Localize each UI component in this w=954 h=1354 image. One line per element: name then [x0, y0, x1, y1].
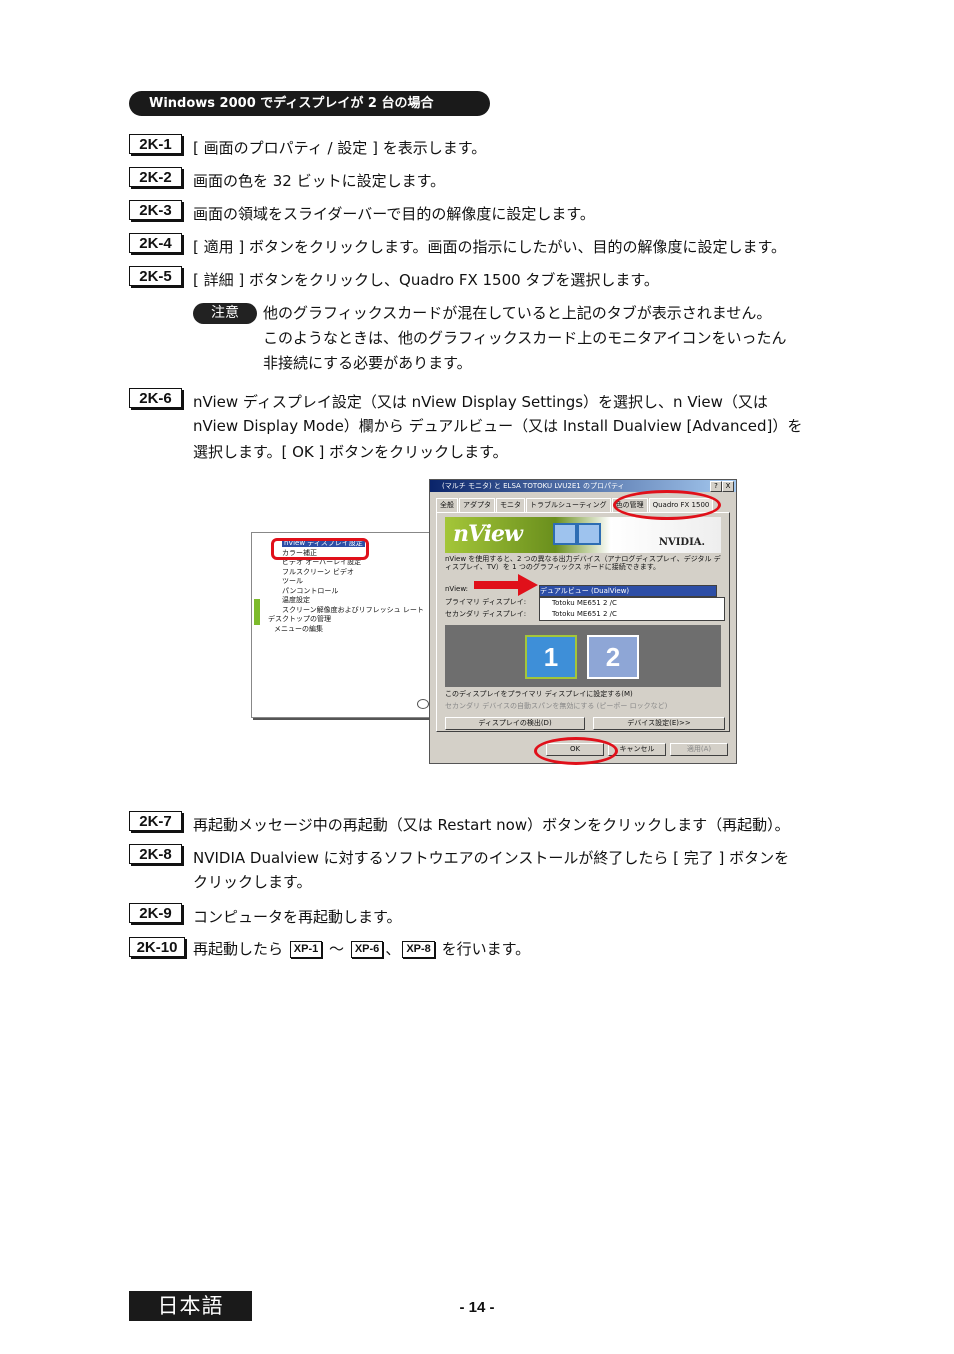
step-badge: 2K-5 — [129, 266, 182, 286]
tree-item[interactable]: パンコントロール — [282, 586, 339, 595]
tree-item[interactable]: ビデオ オーバーレイ設定 — [282, 558, 362, 566]
caution-line: このようなときは、他のグラフィックスカード上のモニタアイコンをいったん — [263, 329, 787, 347]
monitor-list[interactable]: Totoku ME651 2 /C Totoku ME651 2 /C — [539, 597, 725, 621]
page-number: - 14 - — [459, 1299, 495, 1316]
step-text-prefix: 再起動したら — [193, 940, 284, 958]
step-text: [ 画面のプロパティ / 設定 ] を表示します。 — [193, 139, 487, 157]
step-badge: 2K-3 — [129, 200, 182, 220]
detect-displays-button[interactable]: ディスプレイの検出(D) — [445, 717, 585, 730]
language-tab: 日本語 — [129, 1291, 252, 1321]
properties-dialog: (マルチ モニタ) と ELSA TOTOKU LVU2E1 のプロパティ ? … — [429, 479, 737, 764]
highlight-quadro-tab — [613, 490, 721, 520]
apply-button[interactable]: 適用(A) — [670, 743, 728, 756]
list-item[interactable]: Totoku ME651 2 /C — [552, 599, 617, 607]
nview-description: nView を使用すると、2 つの異なる出力デバイス（アナログディスプレイ、デジ… — [445, 555, 721, 571]
step-text: 選択します。[ OK ] ボタンをクリックします。 — [193, 443, 508, 461]
autospan-checkbox[interactable]: セカンダリ デバイスの自動スパンを無効にする (ピーポー ロックなど) — [445, 702, 668, 710]
step-text: 画面の領域をスライダーバーで目的の解像度に設定します。 — [193, 205, 595, 223]
nview-mode-select[interactable]: デュアルビュー (DualView) — [539, 585, 717, 597]
nview-label: nView: — [445, 585, 469, 593]
red-arrow-icon — [474, 574, 538, 596]
tree-item[interactable]: メニューの編集 — [274, 624, 323, 633]
nview-logo: nView — [453, 521, 523, 547]
primary-checkbox[interactable]: このディスプレイをプライマリ ディスプレイに設定する(M) — [445, 690, 633, 698]
step-text: 画面の色を 32 ビットに設定します。 — [193, 172, 446, 190]
caution-badge: 注意 — [193, 303, 257, 324]
tree-item[interactable]: フルスクリーン ビデオ — [282, 567, 354, 576]
monitor-icon — [577, 523, 601, 545]
close-button[interactable]: X — [722, 481, 734, 492]
step-badge: 2K-7 — [129, 811, 182, 831]
step-text: コンピュータを再起動します。 — [193, 908, 402, 926]
step-badge: 2K-9 — [129, 903, 182, 923]
range-separator: ～ — [329, 940, 345, 958]
tree-item[interactable]: カラー補正 — [282, 548, 317, 557]
help-button[interactable]: ? — [710, 481, 722, 492]
step-text: nView ディスプレイ設定（又は nView Display Settings… — [193, 393, 768, 411]
primary-label: プライマリ ディスプレイ: — [445, 598, 527, 606]
highlight-nview-item — [271, 538, 369, 560]
tree-item[interactable]: 温度設定 — [282, 596, 310, 604]
ref-xp-6[interactable]: XP-6 — [350, 941, 384, 958]
quadro-panel: nView NVIDIA. nView を使用すると、2 つの異なる出力デバイス… — [436, 512, 730, 732]
monitor-1-icon[interactable]: 1 — [525, 635, 577, 679]
ref-xp-8[interactable]: XP-8 — [402, 941, 435, 958]
step-text: 再起動メッセージ中の再起動（又は Restart now）ボタンをクリックします… — [193, 816, 790, 834]
step-badge: 2K-8 — [129, 844, 182, 864]
device-settings-button[interactable]: デバイス設定(E)>> — [593, 717, 725, 730]
secondary-label: セカンダリ ディスプレイ: — [445, 610, 527, 618]
step-text: [ 適用 ] ボタンをクリックします。画面の指示にしたがい、目的の解像度に設定し… — [193, 238, 787, 256]
tab-troubleshoot[interactable]: トラブルシューティング — [526, 498, 611, 512]
list-separator: 、 — [385, 940, 401, 958]
highlight-ok-button — [534, 737, 618, 765]
step-text: クリックします。 — [193, 873, 312, 891]
step-text: 再起動したら XP-1 ～ XP-6、XP-8 を行います。 — [193, 937, 530, 962]
nview-tree-panel: nView ディスプレイ設定 カラー補正 ビデオ オーバーレイ設定 フルスクリー… — [251, 532, 440, 718]
caution-line: 非接続にする必要があります。 — [263, 354, 472, 372]
tree-item[interactable]: スクリーン解像度およびリフレッシュ レート — [282, 605, 424, 614]
tree-list: nView ディスプレイ設定 カラー補正 ビデオ オーバーレイ設定 フルスクリー… — [264, 539, 424, 634]
step-text: [ 詳細 ] ボタンをクリックし、Quadro FX 1500 タブを選択します… — [193, 271, 659, 289]
step-badge: 2K-1 — [129, 134, 182, 154]
tab-general[interactable]: 全般 — [436, 498, 458, 512]
step-badge: 2K-10 — [129, 937, 185, 957]
step-badge: 2K-6 — [129, 388, 182, 408]
ref-xp-1[interactable]: XP-1 — [289, 941, 323, 958]
nvidia-logo: NVIDIA. — [658, 537, 705, 548]
dialog-title: (マルチ モニタ) と ELSA TOTOKU LVU2E1 のプロパティ — [442, 482, 625, 490]
eye-icon — [417, 699, 429, 709]
list-item[interactable]: Totoku ME651 2 /C — [552, 610, 617, 618]
step-text-suffix: を行います。 — [441, 940, 531, 958]
monitor-2-icon[interactable]: 2 — [587, 635, 639, 679]
tree-scrollbar — [254, 599, 260, 625]
step-text: NVIDIA Dualview に対するソフトウエアのインストールが終了したら … — [193, 849, 790, 867]
nview-banner: nView NVIDIA. — [445, 517, 721, 553]
monitor-arrangement: 1 2 — [445, 625, 721, 687]
section-title: Windows 2000 でディスプレイが 2 台の場合 — [129, 91, 490, 116]
monitor-icon — [553, 523, 577, 545]
step-badge: 2K-2 — [129, 167, 182, 187]
caution-line: 他のグラフィックスカードが混在していると上記のタブが表示されません。 — [263, 304, 772, 322]
step-text: nView Display Mode）欄から デュアルビュー（又は Instal… — [193, 417, 803, 435]
tab-adapter[interactable]: アダプタ — [459, 498, 495, 512]
dialog-titlebar: (マルチ モニタ) と ELSA TOTOKU LVU2E1 のプロパティ ? … — [430, 480, 736, 492]
step-badge: 2K-4 — [129, 233, 182, 253]
tree-item[interactable]: nView ディスプレイ設定 — [282, 539, 365, 547]
tree-item[interactable]: ツール — [282, 577, 303, 585]
tree-item[interactable]: デスクトップの管理 — [268, 615, 331, 623]
tab-monitor[interactable]: モニタ — [496, 498, 525, 512]
